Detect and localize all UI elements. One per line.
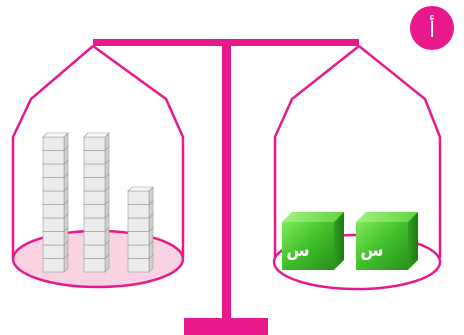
scale-pole: [222, 44, 231, 322]
variable-label: س: [286, 241, 309, 261]
unit-cube: [43, 133, 68, 151]
cube-stack: [43, 133, 68, 272]
variable-label: س: [360, 241, 383, 261]
label-badge: أ: [410, 6, 454, 50]
badge-label: أ: [429, 15, 435, 43]
cube-stack: [128, 187, 153, 272]
unit-cube: [84, 133, 109, 151]
cube-stack: [84, 133, 109, 272]
variable-block: س: [282, 212, 344, 270]
left-pan: [13, 46, 183, 287]
scale-base: [184, 318, 268, 335]
variable-block: س: [356, 212, 418, 270]
unit-cube: [128, 187, 153, 205]
unit-cube-stacks: [43, 133, 153, 272]
